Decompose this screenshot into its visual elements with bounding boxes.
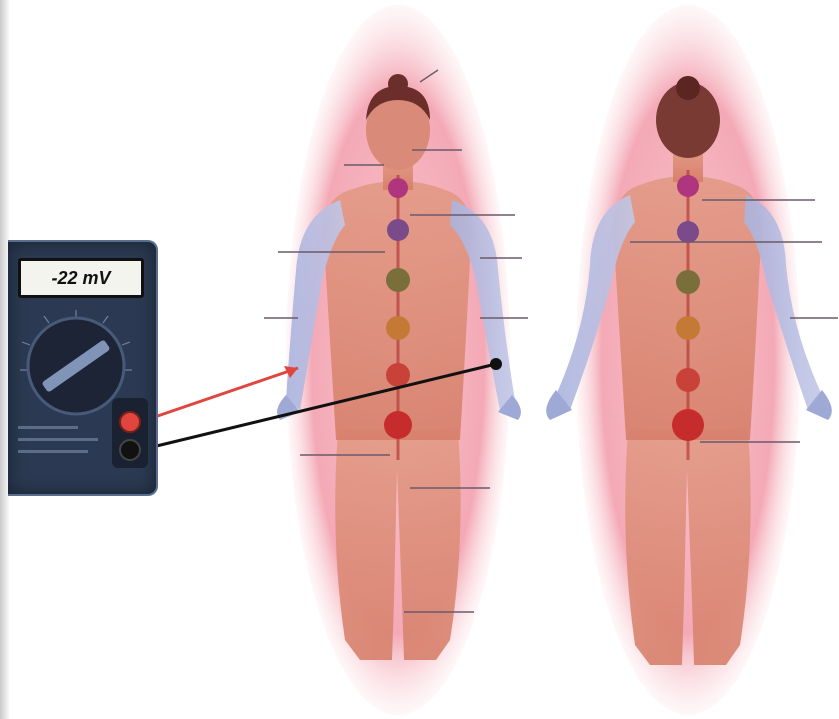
multimeter-controls	[8, 242, 156, 494]
multimeter: -22 mV	[8, 240, 158, 496]
back-chakra-throat	[677, 175, 699, 197]
front-hair-bun	[388, 74, 408, 94]
back-figure	[546, 5, 838, 715]
front-chakra-heart	[387, 219, 409, 241]
front-chakra-root	[386, 363, 410, 387]
port-panel	[112, 398, 148, 468]
front-chakra-sacral	[386, 316, 410, 340]
back-chakra-solar-plexus	[676, 270, 700, 294]
back-chakra-root	[676, 368, 700, 392]
front-figure	[264, 5, 528, 715]
back-hair-bun	[676, 76, 700, 100]
black-lead-probe-tip	[490, 358, 502, 370]
front-chakra-base	[384, 411, 412, 439]
back-chakra-base	[672, 409, 704, 441]
panel-markings	[18, 426, 98, 453]
back-chakra-heart	[677, 221, 699, 243]
front-chakra-throat	[388, 178, 408, 198]
red-lead-wire	[140, 368, 298, 422]
back-chakra-sacral	[676, 316, 700, 340]
front-chakra-solar-plexus	[386, 268, 410, 292]
red-input-port	[120, 412, 140, 432]
black-input-port	[120, 440, 140, 460]
